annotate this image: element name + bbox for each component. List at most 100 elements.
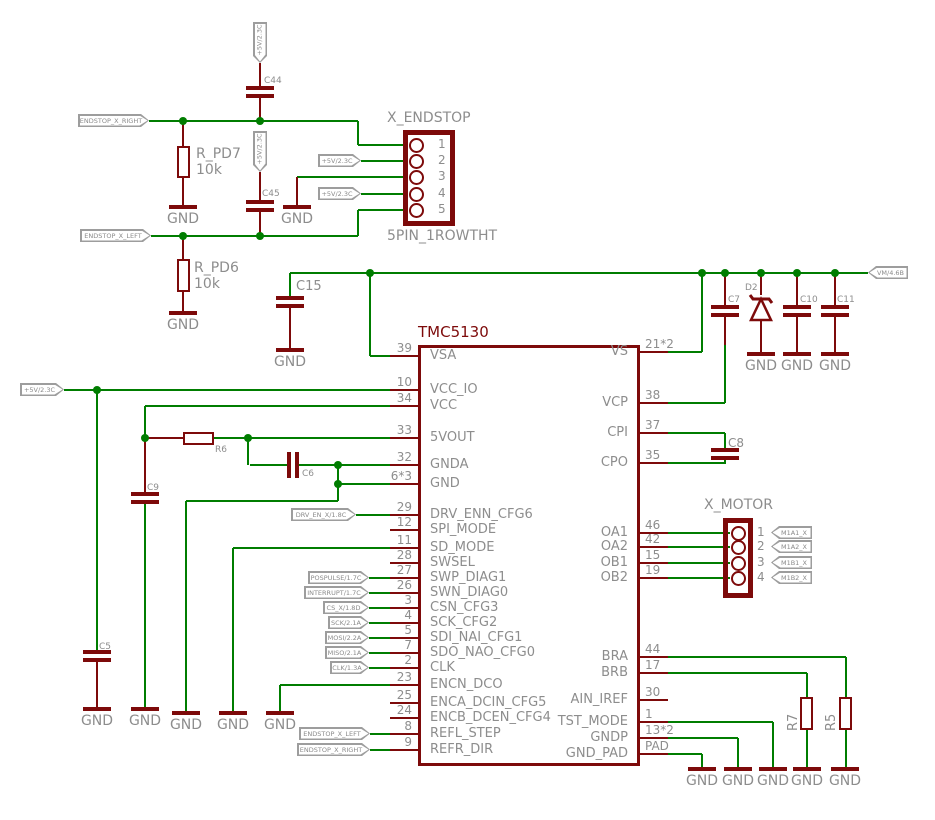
wire (214, 437, 390, 439)
ic-pin[interactable] (390, 652, 418, 654)
capacitor-c45[interactable] (246, 200, 274, 204)
ic-pin[interactable] (390, 733, 418, 735)
connector-pin[interactable] (731, 556, 746, 571)
net-flag-m1a1-x[interactable]: M1A1_X (771, 526, 812, 539)
ic-pin[interactable] (640, 699, 668, 701)
zener-diode-d2[interactable] (747, 294, 775, 324)
ic-pin[interactable] (390, 529, 418, 531)
net-flag-endstop-x-left[interactable]: ENDSTOP_X_LEFT (80, 229, 151, 242)
net-flag-m1a2-x[interactable]: M1A2_X (771, 540, 812, 553)
net-flag-drv-en-x[interactable]: DRV_EN_X/1.8C (291, 508, 356, 521)
capacitor-c15[interactable] (276, 296, 304, 300)
capacitor-c44[interactable] (246, 94, 274, 98)
net-flag-m1b1-x[interactable]: M1B1_X (771, 556, 812, 569)
net-flag-endstop-x-right[interactable]: ENDSTOP_X_RIGHT (297, 743, 370, 756)
net-flag-miso[interactable]: MISO/2.1A (325, 646, 369, 659)
ic-pin[interactable] (640, 532, 668, 534)
net-flag-cs-x[interactable]: CS_X/1.8D (323, 601, 369, 614)
capacitor-c5[interactable] (83, 650, 111, 654)
ic-pin[interactable] (390, 514, 418, 516)
ic-pin[interactable] (390, 702, 418, 704)
capacitor-c6[interactable] (287, 452, 291, 478)
net-flag-vm[interactable]: VM/4.6B (868, 266, 908, 279)
ic-pin[interactable] (640, 402, 668, 404)
ic-pin[interactable] (640, 462, 668, 464)
ic-pin[interactable] (390, 405, 418, 407)
pin-number: 5 (438, 202, 446, 216)
ic-pin[interactable] (640, 577, 668, 579)
net-flag-5v[interactable]: +5V/2.3C (20, 383, 64, 396)
capacitor-c9[interactable] (131, 500, 159, 504)
flag-label: VM/4.6B (869, 267, 907, 278)
ic-pin[interactable] (390, 577, 418, 579)
capacitor-c11[interactable] (821, 313, 849, 317)
net-flag-5v[interactable]: +5V/2.3C (318, 154, 361, 167)
connector-pin[interactable] (409, 170, 424, 185)
capacitor-c6[interactable] (295, 452, 299, 478)
connector-pin[interactable] (409, 154, 424, 169)
connector-pin[interactable] (731, 526, 746, 541)
ic-pin[interactable] (640, 672, 668, 674)
ic-pin[interactable] (390, 437, 418, 439)
capacitor-c10[interactable] (783, 305, 811, 309)
net-flag-endstop-x-left[interactable]: ENDSTOP_X_LEFT (299, 727, 370, 740)
capacitor-c5[interactable] (83, 658, 111, 662)
resistor-r7[interactable] (800, 697, 813, 730)
connector-x-endstop[interactable] (403, 130, 455, 226)
net-flag-sck[interactable]: SCK/2.1A (328, 616, 369, 629)
ic-pin[interactable] (640, 737, 668, 739)
capacitor-c9[interactable] (131, 492, 159, 496)
connector-pin[interactable] (731, 571, 746, 586)
ic-pin[interactable] (390, 483, 418, 485)
ic-pin[interactable] (390, 667, 418, 669)
net-flag-clk[interactable]: CLK/1.3A (330, 661, 369, 674)
capacitor-c44[interactable] (246, 86, 274, 90)
capacitor-c7[interactable] (711, 305, 739, 309)
net-flag-interrupt[interactable]: INTERRUPT/1.7C (304, 586, 369, 599)
ic-pin[interactable] (640, 753, 668, 755)
capacitor-c15[interactable] (276, 304, 304, 308)
ic-pin[interactable] (390, 717, 418, 719)
ic-pin[interactable] (390, 749, 418, 751)
ic-pin[interactable] (640, 656, 668, 658)
net-flag-mosi[interactable]: MOSI/2.2A (325, 631, 369, 644)
net-flag-endstop-x-right[interactable]: ENDSTOP_X_RIGHT (78, 114, 149, 127)
ic-pin[interactable] (390, 592, 418, 594)
net-flag-5v[interactable]: +5V/2.3C (253, 131, 267, 172)
net-flag-5v[interactable]: +5V/2.3C (253, 22, 267, 63)
ic-pin[interactable] (640, 351, 668, 353)
ic-pin[interactable] (640, 546, 668, 548)
resistor-r-pd7[interactable] (177, 146, 190, 178)
ic-pin[interactable] (390, 684, 418, 686)
capacitor-c8[interactable] (711, 456, 739, 460)
capacitor-c11[interactable] (821, 305, 849, 309)
ic-pin[interactable] (640, 562, 668, 564)
resistor-r6[interactable] (183, 432, 214, 445)
ic-pin[interactable] (390, 637, 418, 639)
capacitor-c10[interactable] (783, 313, 811, 317)
net-flag-m1b2-x[interactable]: M1B2_X (771, 571, 812, 584)
ic-pin[interactable] (390, 355, 418, 357)
ic-pin[interactable] (390, 547, 418, 549)
connector-pin[interactable] (409, 187, 424, 202)
ic-pin[interactable] (390, 464, 418, 466)
resistor-r-pd6[interactable] (177, 259, 190, 292)
connector-pin[interactable] (731, 540, 746, 555)
net-flag-pospulse[interactable]: POSPULSE/1.7C (308, 571, 369, 584)
net-flag-5v[interactable]: +5V/2.3C (318, 187, 361, 200)
ic-tmc5130[interactable] (418, 345, 640, 766)
ic-pin[interactable] (390, 562, 418, 564)
capacitor-c8[interactable] (711, 448, 739, 452)
connector-x-motor[interactable] (723, 518, 753, 598)
capacitor-c45[interactable] (246, 208, 274, 212)
ic-pin[interactable] (390, 389, 418, 391)
ic-pin[interactable] (390, 622, 418, 624)
connector-pin[interactable] (409, 138, 424, 153)
ic-pin[interactable] (640, 721, 668, 723)
capacitor-c7[interactable] (711, 313, 739, 317)
ic-pin[interactable] (640, 432, 668, 434)
connector-pin[interactable] (409, 203, 424, 218)
resistor-r5[interactable] (839, 697, 852, 730)
ic-pin[interactable] (390, 607, 418, 609)
